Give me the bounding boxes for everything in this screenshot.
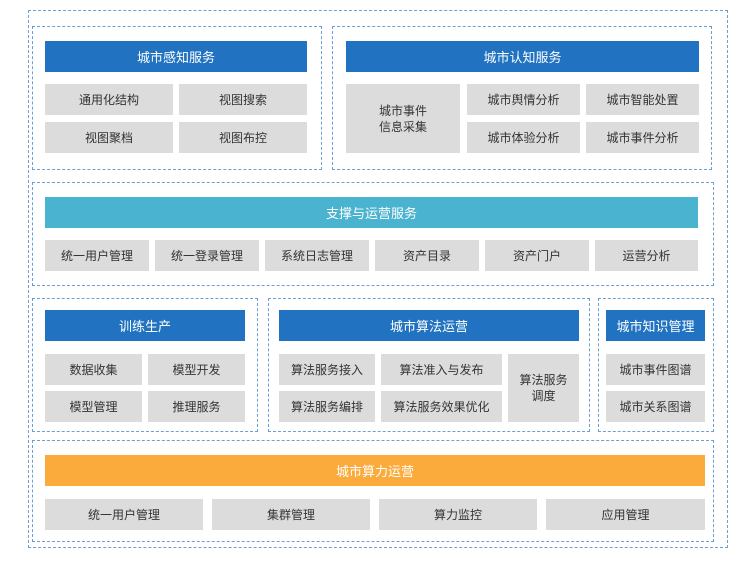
support-frame	[32, 182, 714, 286]
support-item-user: 统一用户管理	[45, 240, 149, 271]
compute-frame	[32, 440, 714, 542]
perception-frame	[32, 26, 322, 170]
algorithm-item-release: 算法准入与发布	[381, 354, 502, 385]
training-item-model-dev: 模型开发	[148, 354, 245, 385]
outer-frame	[28, 10, 728, 548]
compute-title: 城市算力运营	[45, 455, 705, 486]
knowledge-title: 城市知识管理	[606, 310, 705, 341]
cognition-item-opinion: 城市舆情分析	[467, 84, 580, 115]
support-item-log: 系统日志管理	[265, 240, 369, 271]
perception-item-control: 视图布控	[179, 122, 307, 153]
compute-item-user: 统一用户管理	[45, 499, 203, 530]
training-frame	[32, 298, 258, 432]
cognition-item-disposal: 城市智能处置	[586, 84, 699, 115]
perception-title: 城市感知服务	[45, 41, 307, 72]
cognition-frame	[332, 26, 712, 170]
support-title: 支撑与运营服务	[45, 197, 698, 228]
training-item-inference: 推理服务	[148, 391, 245, 422]
cognition-item-event: 城市事件分析	[586, 122, 699, 153]
support-item-login: 统一登录管理	[155, 240, 259, 271]
cognition-title: 城市认知服务	[346, 41, 699, 72]
support-item-portal: 资产门户	[485, 240, 589, 271]
knowledge-item-event-graph: 城市事件图谱	[606, 354, 705, 385]
compute-item-app: 应用管理	[546, 499, 705, 530]
perception-item-search: 视图搜索	[179, 84, 307, 115]
algorithm-dispatch: 算法服务 调度	[508, 354, 579, 422]
algorithm-item-access: 算法服务接入	[279, 354, 375, 385]
compute-item-monitor: 算力监控	[379, 499, 537, 530]
algorithm-item-optimization: 算法服务效果优化	[381, 391, 502, 422]
training-item-model-mgmt: 模型管理	[45, 391, 142, 422]
training-title: 训练生产	[45, 310, 245, 341]
training-item-data: 数据收集	[45, 354, 142, 385]
knowledge-item-relation-graph: 城市关系图谱	[606, 391, 705, 422]
algorithm-item-orchestration: 算法服务编排	[279, 391, 375, 422]
perception-item-archive: 视图聚档	[45, 122, 173, 153]
support-item-analysis: 运营分析	[595, 240, 698, 271]
compute-item-cluster: 集群管理	[212, 499, 370, 530]
algorithm-title: 城市算法运营	[279, 310, 579, 341]
perception-item-structure: 通用化结构	[45, 84, 173, 115]
support-item-catalog: 资产目录	[375, 240, 479, 271]
algorithm-frame	[268, 298, 590, 432]
knowledge-frame	[598, 298, 714, 432]
cognition-item-experience: 城市体验分析	[467, 122, 580, 153]
cognition-event-collect: 城市事件 信息采集	[346, 84, 460, 153]
